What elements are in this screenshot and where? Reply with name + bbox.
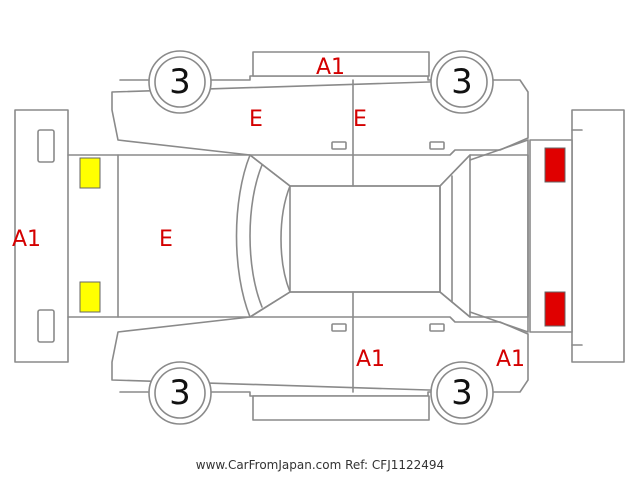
tire-front-right-grade: 3: [169, 62, 191, 102]
right-rear-handle: [429, 141, 445, 150]
mark-hood: E: [159, 227, 173, 252]
mark-rear-left-door: A1: [356, 347, 385, 372]
left-front-handle: [331, 323, 347, 332]
front-bumper-notch-bottom: [37, 309, 55, 343]
rear-lamp-top: [544, 147, 566, 183]
front-lamp-top: [79, 157, 101, 189]
tire-rear-left-grade: 3: [451, 373, 473, 413]
rocker-bottom: [252, 395, 430, 421]
roof: [289, 185, 441, 293]
rear-lamp-bottom: [544, 291, 566, 327]
front-lamp-bottom: [79, 281, 101, 313]
right-front-handle: [331, 141, 347, 150]
tire-front-right: 3: [148, 50, 212, 114]
tire-rear-right-grade: 3: [451, 62, 473, 102]
tire-front-left: 3: [148, 361, 212, 425]
rear-hatch: [469, 139, 529, 333]
mark-front-bumper: A1: [12, 227, 41, 252]
tire-front-left-grade: 3: [169, 373, 191, 413]
front-bumper-notch-top: [37, 129, 55, 163]
rear-bumper: [571, 109, 625, 363]
mark-rear-left-quarter: A1: [496, 347, 525, 372]
windshield: [235, 154, 291, 318]
rear-glass: [439, 154, 471, 318]
mark-roof-top: A1: [316, 55, 345, 80]
roof-rail-top: [252, 51, 430, 77]
windshield-inner: [249, 164, 263, 308]
tire-rear-right: 3: [430, 50, 494, 114]
mark-rear-door-right: E: [353, 107, 367, 132]
left-rear-handle: [429, 323, 445, 332]
tire-rear-left: 3: [430, 361, 494, 425]
mark-front-door-right: E: [249, 107, 263, 132]
footer-credit: www.CarFromJapan.com Ref: CFJ1122494: [195, 458, 445, 472]
front-bumper: [14, 109, 69, 363]
